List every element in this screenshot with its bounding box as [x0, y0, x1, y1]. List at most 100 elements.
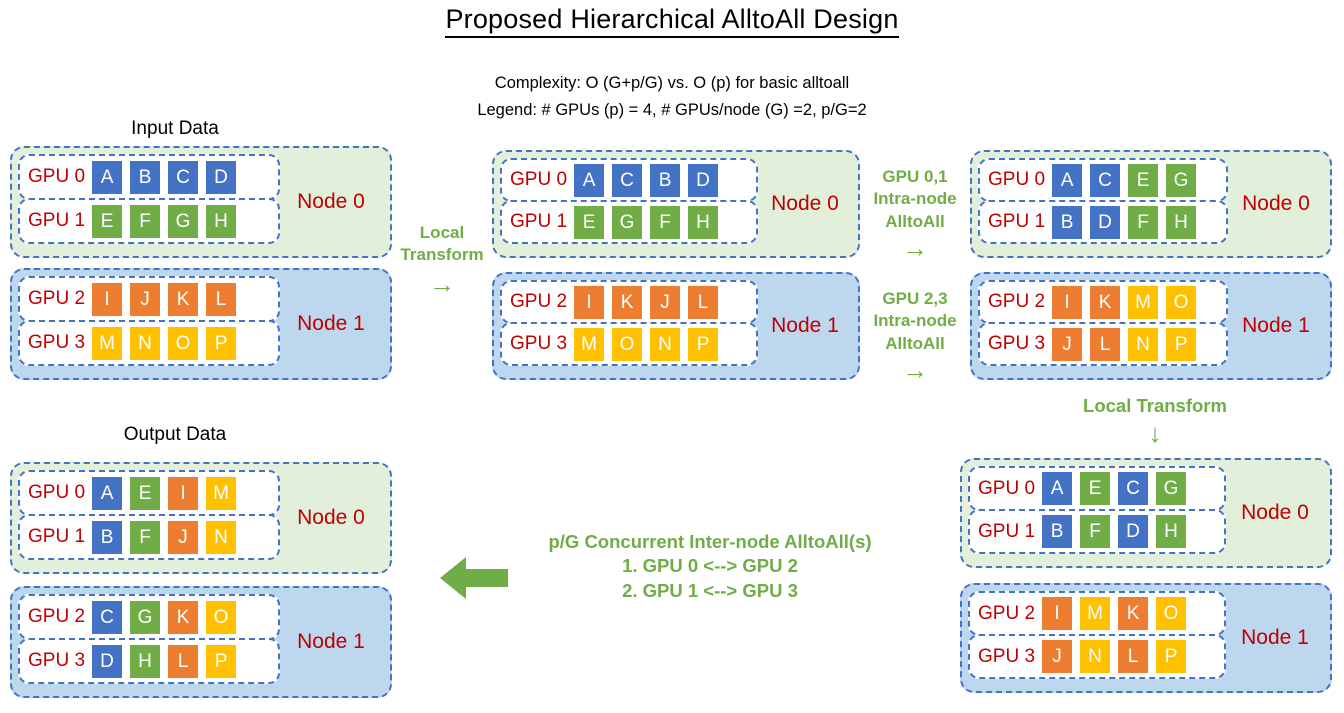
gpu-label-0: GPU 0 [988, 169, 1046, 190]
gpu-label-2: GPU 2 [28, 606, 86, 627]
data-cell-A: A [574, 163, 605, 197]
data-cell-M: M [206, 476, 237, 510]
data-cell-H: H [1156, 515, 1187, 548]
data-cell-M: M [1080, 597, 1111, 630]
data-cell-G: G [168, 204, 199, 238]
annotation-intra-node-01: GPU 0,1 Intra-node AlltoAll → [860, 166, 970, 261]
data-cell-E: E [92, 204, 123, 238]
data-cell-J: J [1052, 327, 1083, 361]
data-cell-O: O [1166, 285, 1197, 319]
data-cell-C: C [1090, 163, 1121, 197]
data-cell-D: D [206, 160, 237, 194]
data-cell-D: D [1118, 515, 1149, 548]
data-cell-J: J [130, 282, 161, 316]
annotation-line-1: GPU 0,1 [882, 167, 948, 186]
arrow-right-icon: → [902, 233, 928, 264]
gpu-label-0: GPU 0 [978, 477, 1036, 499]
annotation-line-2: Intra-node [873, 189, 957, 209]
data-cell-E: E [130, 476, 161, 510]
annotation-line-3: AlltoAll [885, 333, 945, 353]
data-cell-J: J [168, 520, 199, 554]
annotation-local-transform-1: Local Transform → [388, 222, 496, 297]
data-cell-E: E [574, 205, 605, 239]
data-cell-P: P [1166, 327, 1197, 361]
gpu-label-3: GPU 3 [988, 333, 1046, 354]
data-cell-J: J [650, 285, 681, 319]
data-cell-F: F [130, 204, 161, 238]
data-cell-P: P [206, 326, 237, 360]
gpu-label-3: GPU 3 [510, 333, 568, 354]
arrow-right-icon: → [429, 268, 455, 299]
node-label-0: Node 0 [1241, 501, 1309, 524]
arrow-left-icon [440, 555, 508, 601]
data-cell-D: D [92, 644, 123, 678]
data-cell-M: M [92, 326, 123, 360]
data-cell-H: H [1166, 205, 1197, 239]
data-cell-L: L [206, 282, 237, 316]
data-cell-K: K [168, 282, 199, 316]
annotation-inter-node: p/G Concurrent Inter-node AlltoAll(s) 1.… [500, 530, 920, 603]
gpu-label-0: GPU 0 [510, 169, 568, 190]
data-cell-D: D [1090, 205, 1121, 239]
data-cell-M: M [574, 327, 605, 361]
data-cell-A: A [92, 160, 123, 194]
node-label-0: Node 0 [297, 506, 365, 529]
annotation-line-2: Intra-node [873, 311, 957, 331]
arrow-right-icon: → [902, 355, 928, 386]
output-data-caption: Output Data [123, 424, 227, 445]
gpu-label-3: GPU 3 [978, 645, 1036, 667]
node-label-1: Node 1 [297, 312, 365, 335]
gpu-label-2: GPU 2 [978, 602, 1036, 624]
node-label-1: Node 1 [297, 630, 365, 653]
data-cell-K: K [1118, 597, 1149, 630]
data-cell-P: P [1156, 640, 1187, 673]
data-cell-F: F [650, 205, 681, 239]
data-cell-L: L [1118, 640, 1149, 673]
gpu-label-2: GPU 2 [510, 291, 568, 312]
page-title: Proposed Hierarchical AlltoAll Design [0, 4, 1344, 38]
data-cell-I: I [168, 476, 199, 510]
data-cell-K: K [612, 285, 643, 319]
data-cell-H: H [130, 644, 161, 678]
data-cell-E: E [1080, 472, 1111, 505]
data-cell-B: B [650, 163, 681, 197]
data-cell-A: A [1052, 163, 1083, 197]
data-cell-O: O [1156, 597, 1187, 630]
annotation-line-1: Local [419, 223, 465, 242]
